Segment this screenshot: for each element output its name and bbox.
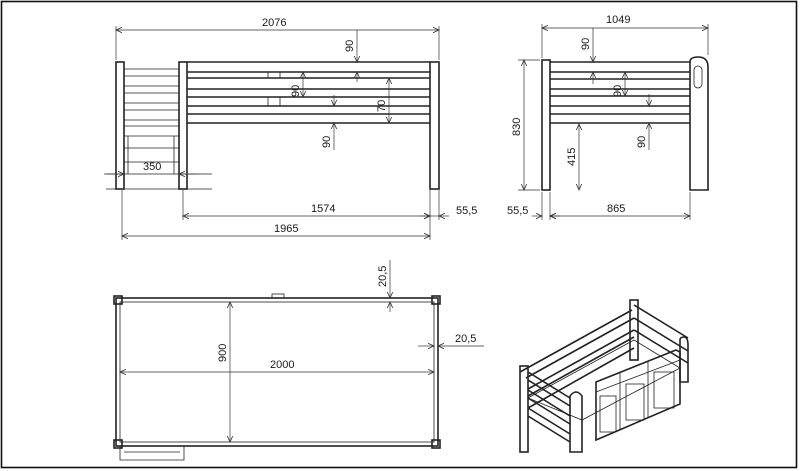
iso-front-rails (527, 371, 571, 443)
front-right-post (429, 61, 440, 190)
side-rail-spacing-mid: 90 (612, 85, 624, 97)
front-ladder-rails (124, 68, 179, 174)
side-overall-width-label: 1049 (606, 14, 630, 26)
front-ladder-post (178, 61, 188, 190)
iso-post-back-left (629, 299, 639, 361)
side-view: 1049 830 415 90 90 90 55,5 865 (507, 14, 708, 220)
top-mattress-width-label: 900 (217, 344, 229, 362)
iso-post-back-right (679, 336, 689, 383)
top-ladder (119, 446, 185, 461)
top-view: 900 2000 20,5 20,5 (113, 260, 484, 461)
side-mattress-height-label: 415 (566, 148, 578, 166)
side-rail-spacing-low: 90 (636, 136, 648, 148)
front-inner-length-label: 1574 (311, 203, 335, 215)
front-guard-rails (187, 61, 430, 124)
front-rail-spacing-low: 90 (321, 136, 333, 148)
top-mattress-length-label: 2000 (270, 359, 294, 371)
front-overall-width-label: 2076 (262, 17, 286, 29)
front-rail-spacing-small: 70 (376, 100, 388, 112)
front-view: 2076 90 90 70 90 350 1574 55,5 1965 (104, 17, 477, 240)
iso-post-front-right (569, 391, 583, 453)
front-rail-spacing-mid: 90 (290, 85, 302, 97)
side-rail-spacing-top: 90 (580, 38, 592, 50)
top-post-tl (113, 295, 123, 305)
front-base-length-label: 1965 (274, 223, 298, 235)
front-end-offset-label: 55,5 (456, 205, 477, 217)
iso-drawers (595, 349, 681, 442)
top-post-br (431, 439, 441, 449)
front-rail-spacing-top: 90 (344, 40, 356, 52)
front-left-post (115, 61, 125, 190)
isometric-view (519, 299, 689, 453)
iso-deck (527, 339, 681, 421)
side-right-post (689, 56, 709, 191)
top-post-offset-side-label: 20,5 (455, 333, 476, 345)
top-post-bl (113, 439, 123, 449)
side-guard-rails (550, 61, 690, 124)
iso-back-rails (519, 304, 689, 409)
iso-post-front-left (519, 365, 529, 453)
side-handle-slot (693, 65, 703, 89)
side-end-offset-label: 55,5 (507, 205, 528, 217)
side-inner-width-label: 865 (607, 203, 625, 215)
top-handle-notch (271, 293, 285, 299)
top-post-tr (431, 295, 441, 305)
side-overall-height-label: 830 (511, 118, 523, 136)
top-post-offset-top-label: 20,5 (377, 266, 389, 287)
side-left-post (541, 59, 551, 191)
front-ladder-width-label: 350 (143, 161, 161, 173)
